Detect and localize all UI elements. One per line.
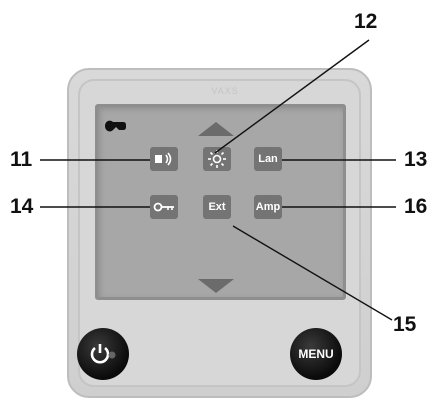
callout-12: 12 [354,10,378,33]
ext-label: Ext [208,201,226,213]
key-icon [153,202,174,212]
brightness-button[interactable] [203,147,231,171]
callout-15: 15 [393,313,417,336]
amp-label: Amp [255,201,281,213]
ext-button[interactable]: Ext [203,195,231,219]
callout-13: 13 [404,148,428,171]
amp-button[interactable]: Amp [254,195,282,219]
callout-14: 14 [10,195,34,218]
lan-label: Lan [258,153,278,165]
speaker-button[interactable] [150,147,178,171]
menu-button[interactable]: MENU [290,328,342,380]
wrench-icon [103,118,127,134]
device-logo: VAXS [211,86,239,96]
triangle-down-icon[interactable] [198,279,234,293]
speaker-icon [155,152,172,166]
menu-label: MENU [298,347,334,361]
key-button[interactable] [150,195,178,219]
triangle-up-icon[interactable] [198,122,234,136]
power-button[interactable] [77,328,129,380]
sun-brightness-icon [208,150,226,168]
callout-11: 11 [10,148,33,171]
lan-button[interactable]: Lan [254,147,282,171]
power-icon [90,344,116,364]
callout-16: 16 [404,195,428,218]
